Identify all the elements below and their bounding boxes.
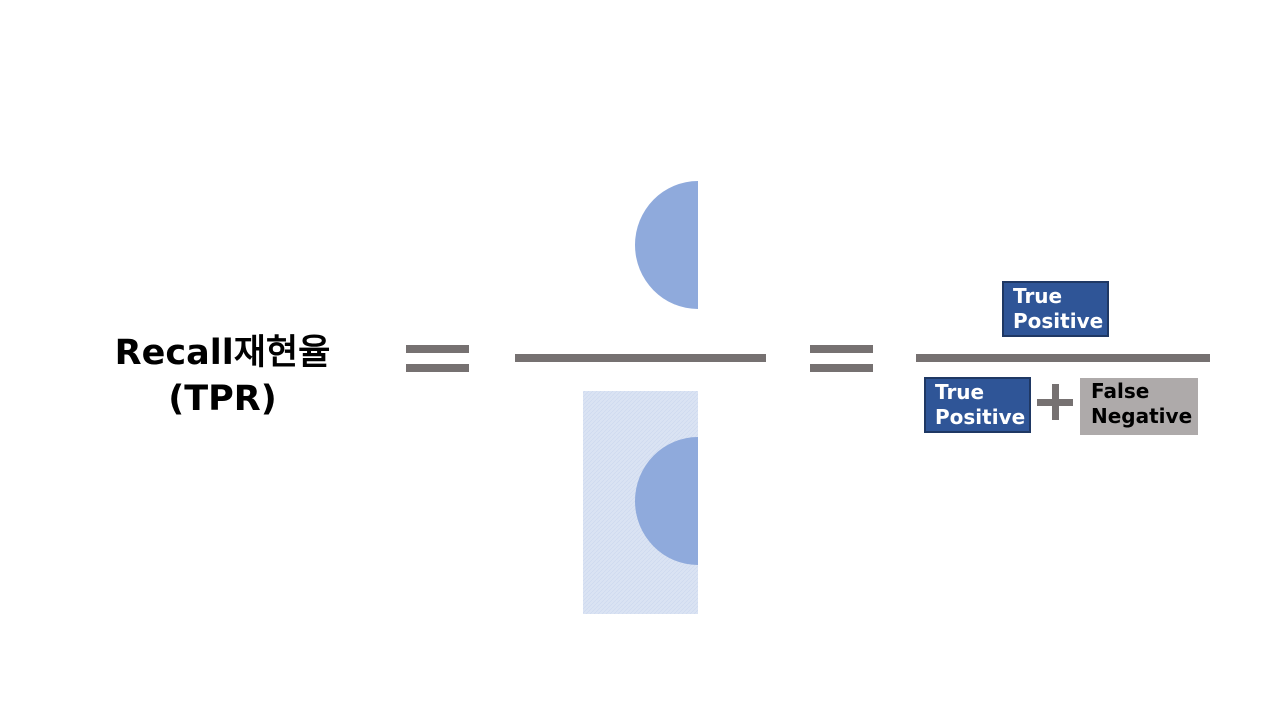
numerator-tp-line2: Positive xyxy=(1013,309,1104,333)
recall-title-line1: Recall재현율 xyxy=(114,333,331,373)
recall-title: Recall재현율 (TPR) xyxy=(100,330,345,422)
formula-fraction-line xyxy=(916,354,1210,362)
numerator-true-positive-box: True Positive xyxy=(1002,281,1109,337)
plus-sign-icon xyxy=(1037,384,1073,420)
top-half-circle-icon xyxy=(635,181,698,309)
bottom-half-circle-icon xyxy=(635,437,698,565)
denominator-tp-line2: Positive xyxy=(935,405,1026,429)
diagram-fraction-line xyxy=(515,354,766,362)
denominator-false-negative-box: False Negative xyxy=(1080,378,1198,435)
denominator-tp-line1: True xyxy=(935,380,985,404)
numerator-tp-line1: True xyxy=(1013,284,1063,308)
recall-title-line2: (TPR) xyxy=(168,379,277,419)
denominator-fn-line1: False xyxy=(1091,379,1150,403)
denominator-true-positive-box: True Positive xyxy=(924,377,1031,433)
denominator-fn-line2: Negative xyxy=(1091,404,1193,428)
